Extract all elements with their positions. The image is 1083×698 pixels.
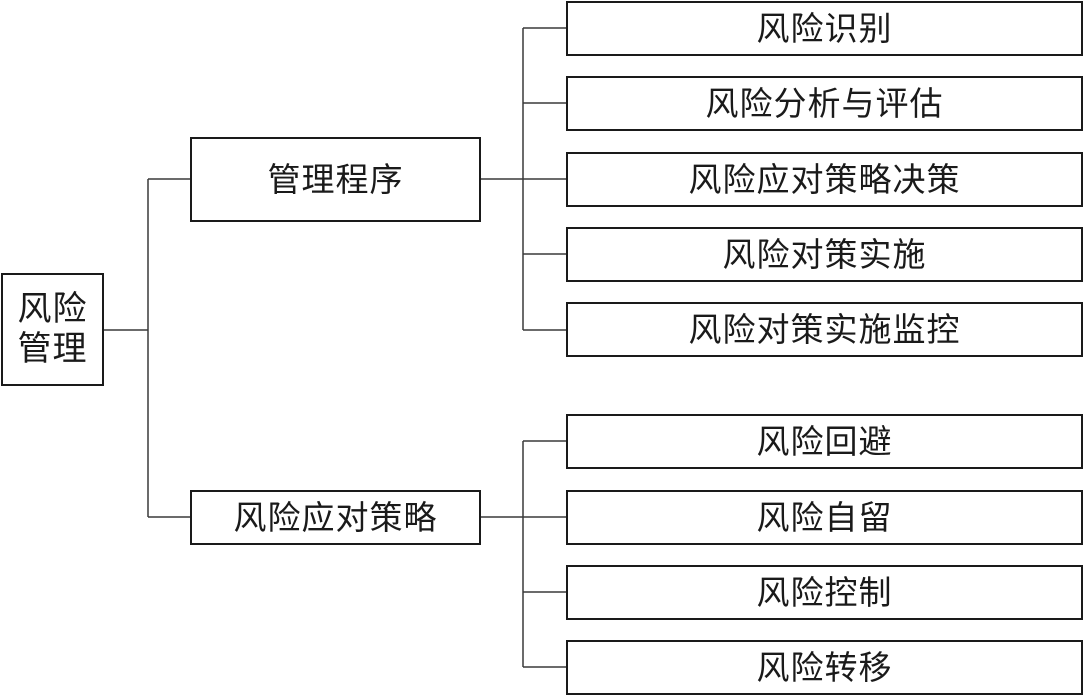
leaf-label: 风险对策实施监控 (688, 309, 961, 349)
leaf-node-risk-identification: 风险识别 (566, 1, 1083, 56)
branch-label: 风险应对策略 (233, 497, 438, 537)
branch-label: 管理程序 (267, 159, 404, 199)
branch-node-risk-response-strategy: 风险应对策略 (190, 490, 481, 545)
leaf-label: 风险自留 (756, 497, 893, 537)
leaf-label: 风险识别 (756, 8, 893, 48)
leaf-node-risk-response-decision: 风险应对策略决策 (566, 152, 1083, 207)
leaf-label: 风险对策实施 (722, 234, 927, 274)
root-label-line-1: 风险 (17, 289, 88, 330)
leaf-label: 风险控制 (756, 572, 893, 612)
leaf-label: 风险应对策略决策 (688, 159, 961, 199)
leaf-node-risk-retention: 风险自留 (566, 490, 1083, 545)
leaf-label: 风险回避 (756, 421, 893, 461)
root-node: 风险 管理 (1, 273, 104, 386)
branch-node-management-procedure: 管理程序 (190, 137, 481, 222)
leaf-node-risk-transfer: 风险转移 (566, 640, 1083, 695)
leaf-node-risk-avoidance: 风险回避 (566, 414, 1083, 469)
leaf-node-risk-countermeasure-monitoring: 风险对策实施监控 (566, 302, 1083, 357)
root-label-line-2: 管理 (17, 328, 88, 369)
leaf-label: 风险分析与评估 (705, 83, 944, 123)
leaf-node-risk-countermeasure-implementation: 风险对策实施 (566, 227, 1083, 282)
leaf-node-risk-control: 风险控制 (566, 565, 1083, 620)
leaf-label: 风险转移 (756, 647, 893, 687)
leaf-node-risk-analysis-assessment: 风险分析与评估 (566, 76, 1083, 131)
